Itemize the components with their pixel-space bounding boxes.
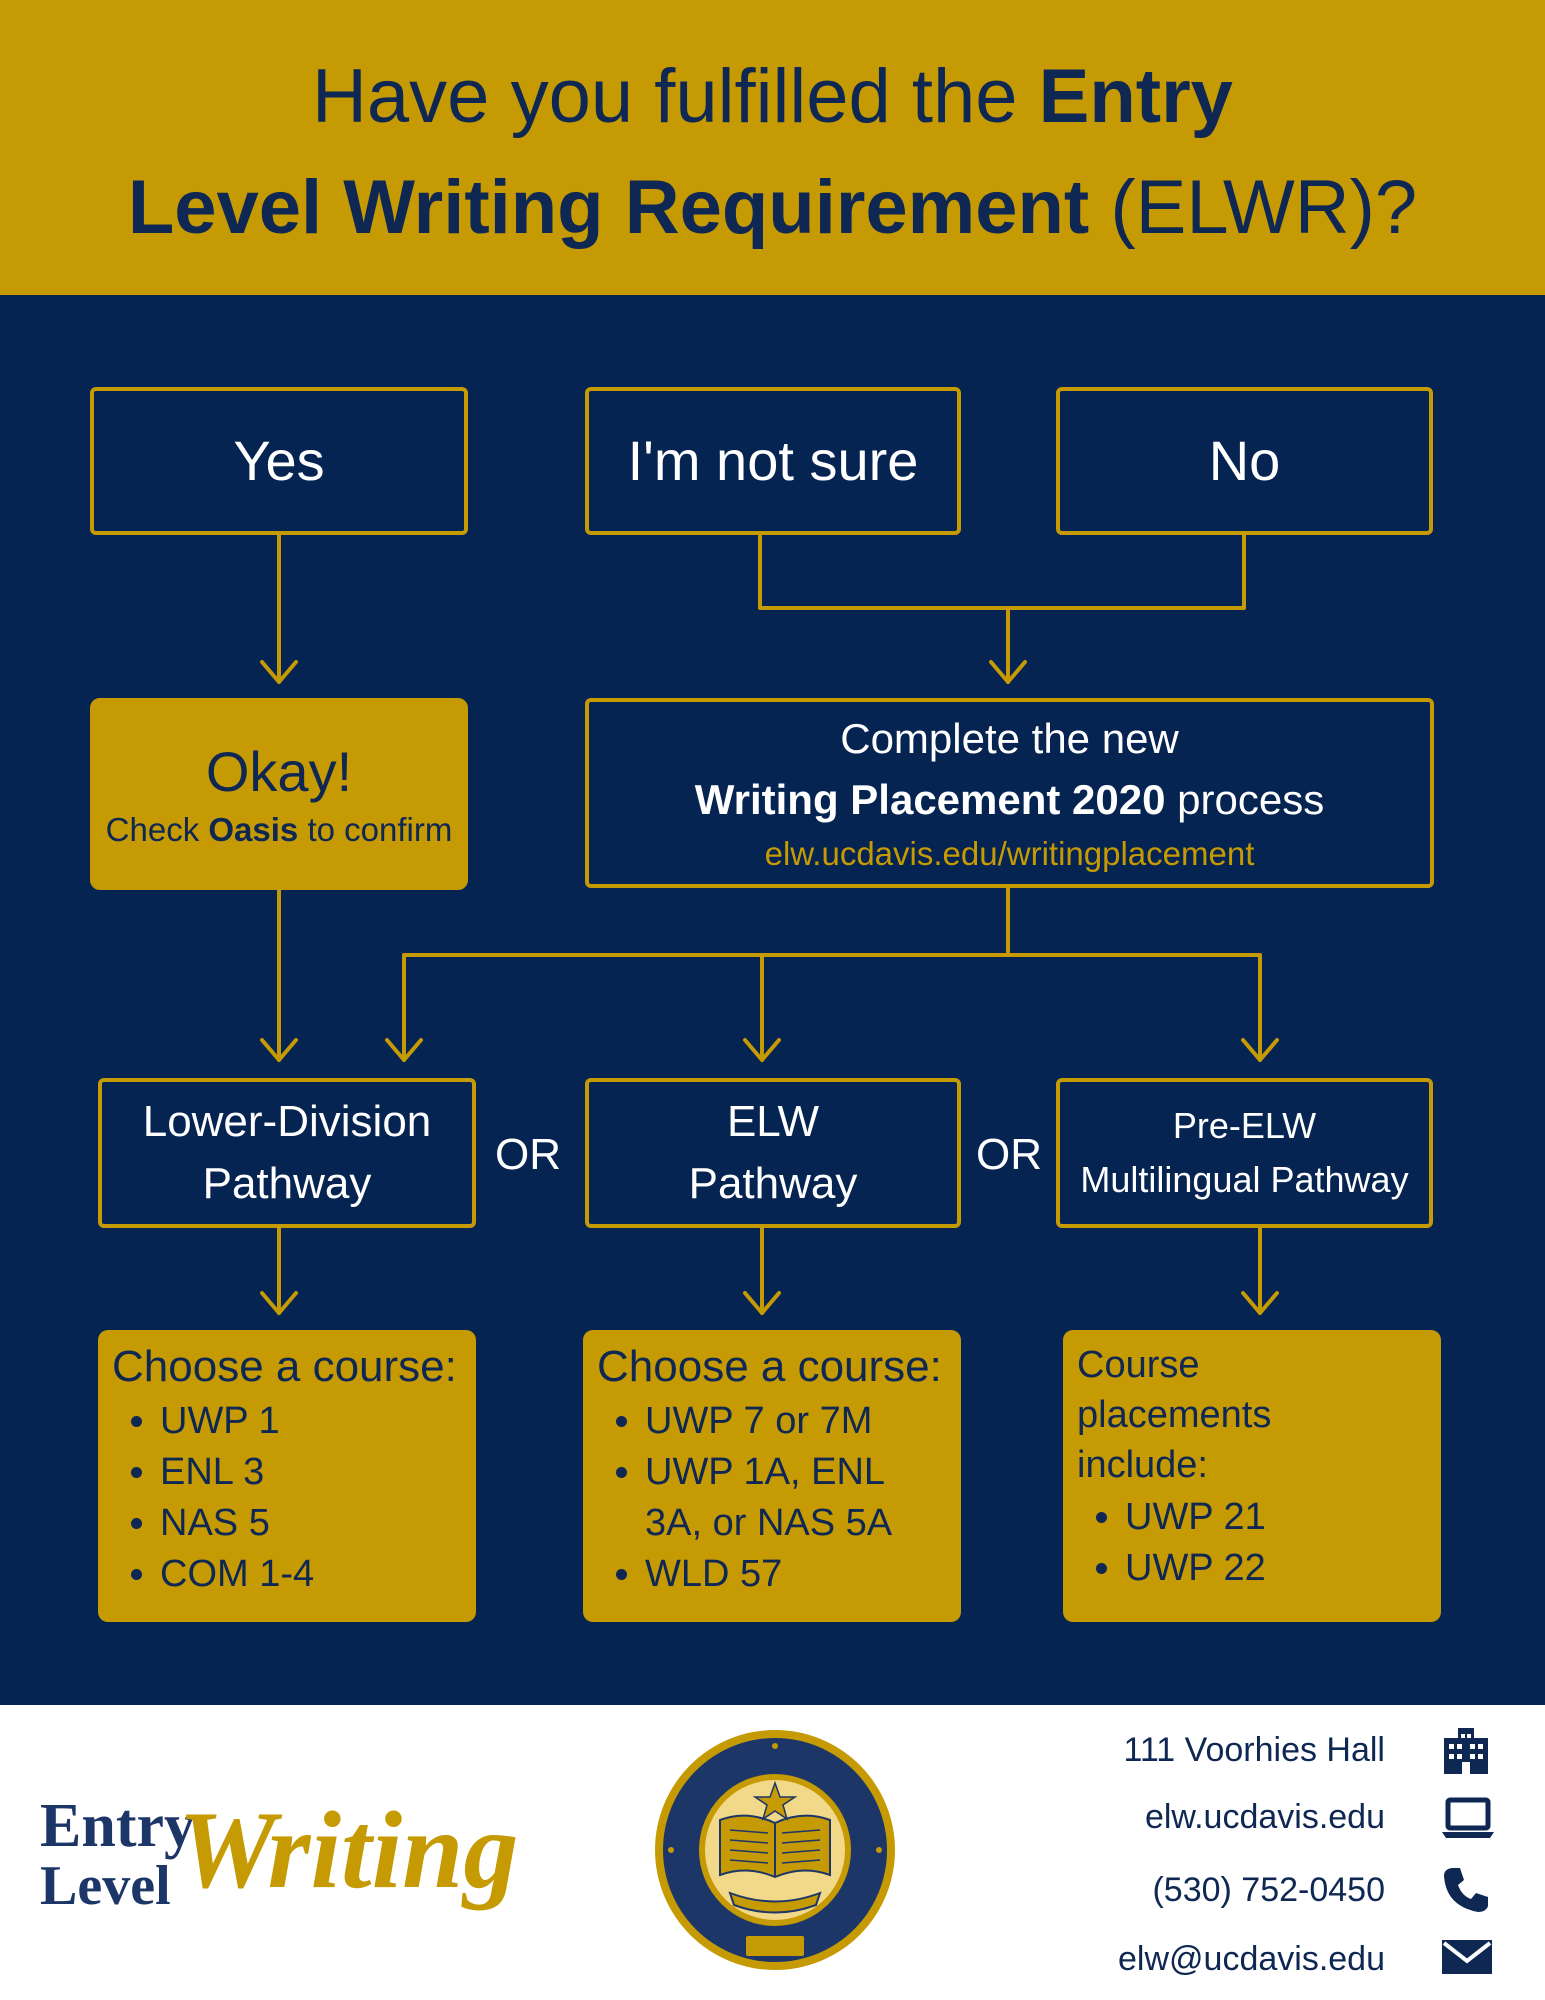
- pre-elw-courses-box: Course placements include: UWP 21 UWP 22: [1063, 1330, 1441, 1622]
- logo-writing-text: Writing: [178, 1789, 519, 1911]
- course-list: UWP 7 or 7M UWP 1A, ENL 3A, or NAS 5A WL…: [597, 1396, 947, 1600]
- course-box-title: Choose a course:: [597, 1342, 942, 1391]
- writing-placement-box: Complete the new Writing Placement 2020 …: [585, 698, 1434, 888]
- lower-division-pathway-box: Lower-Division Pathway: [98, 1078, 476, 1228]
- arrowhead-icon: [989, 660, 1027, 684]
- pre-elw-pathway-box: Pre-ELW Multilingual Pathway: [1056, 1078, 1433, 1228]
- list-item: ENL 3: [160, 1447, 462, 1498]
- okay-sub-text: to confirm: [298, 811, 453, 848]
- okay-sub-bold: Oasis: [208, 811, 299, 848]
- list-item: UWP 1A, ENL 3A, or NAS 5A: [645, 1447, 947, 1549]
- placement-bold: Writing Placement 2020: [694, 776, 1166, 823]
- title-bold: Entry: [1038, 54, 1233, 139]
- course-list: UWP 1 ENL 3 NAS 5 COM 1-4: [112, 1396, 462, 1600]
- pathway-label: Pathway: [688, 1159, 858, 1208]
- list-item: UWP 22: [1125, 1543, 1427, 1594]
- or-label: OR: [976, 1130, 1042, 1179]
- elw-courses-box: Choose a course: UWP 7 or 7M UWP 1A, ENL…: [583, 1330, 961, 1622]
- pathway-label: Lower-Division: [142, 1097, 432, 1146]
- placement-line-1: Complete the new: [840, 715, 1179, 762]
- placement-line-2: Writing Placement 2020 process: [695, 769, 1324, 831]
- list-item: COM 1-4: [160, 1549, 462, 1600]
- list-item: UWP 7 or 7M: [645, 1396, 947, 1447]
- university-seal-icon: [655, 1730, 895, 1970]
- title-line-2: Level Writing Requirement (ELWR)?: [0, 163, 1545, 253]
- answer-not-sure-label: I'm not sure: [627, 429, 919, 492]
- pathway-label: Multilingual Pathway: [1080, 1159, 1409, 1200]
- logo-level-text: Level: [40, 1855, 171, 1917]
- okay-box: Okay! Check Oasis to confirm: [90, 698, 468, 890]
- answer-not-sure-box: I'm not sure: [585, 387, 961, 535]
- connector-line: [402, 953, 1262, 1062]
- laptop-icon: [1442, 1797, 1494, 1838]
- list-item: WLD 57: [645, 1549, 947, 1600]
- list-item: NAS 5: [160, 1498, 462, 1549]
- footer-address: 111 Voorhies Hall: [1123, 1731, 1385, 1769]
- arrowhead-icon: [743, 1291, 781, 1315]
- list-item: UWP 1: [160, 1396, 462, 1447]
- phone-icon: [1444, 1868, 1488, 1912]
- footer-phone[interactable]: (530) 752-0450: [1152, 1871, 1385, 1909]
- course-box-title: Course placements include:: [1077, 1344, 1272, 1486]
- mail-icon: [1442, 1940, 1492, 1974]
- list-item: UWP 21: [1125, 1492, 1427, 1543]
- answer-no-label: No: [1208, 429, 1281, 492]
- arrowhead-icon: [743, 1038, 781, 1062]
- title-bold: Level Writing Requirement: [127, 165, 1090, 250]
- course-list: UWP 21 UWP 22: [1077, 1492, 1427, 1594]
- arrowhead-icon: [385, 1038, 423, 1062]
- okay-sub-text: Check: [105, 811, 209, 848]
- elw-pathway-box: ELW Pathway: [585, 1078, 961, 1228]
- footer-website-link[interactable]: elw.ucdavis.edu: [1144, 1798, 1385, 1836]
- answer-yes-box: Yes: [90, 387, 468, 535]
- title-line-1: Have you fulfilled the Entry: [0, 52, 1545, 142]
- pathway-label: ELW: [726, 1097, 820, 1146]
- answer-no-box: No: [1056, 387, 1433, 535]
- or-label: OR: [495, 1130, 561, 1179]
- placement-text: process: [1165, 776, 1325, 823]
- header-banner: Have you fulfilled the Entry Level Writi…: [0, 0, 1545, 295]
- okay-subtitle: Check Oasis to confirm: [106, 808, 453, 852]
- arrowhead-icon: [1241, 1291, 1279, 1315]
- pathway-label: Pre-ELW: [1172, 1105, 1317, 1146]
- connector-line: [758, 532, 1246, 610]
- arrowhead-icon: [260, 1038, 298, 1062]
- logo-entry-text: Entry: [40, 1792, 195, 1860]
- title-text: Have you fulfilled the: [312, 54, 1039, 139]
- okay-title: Okay!: [205, 740, 353, 803]
- footer-email-link[interactable]: elw@ucdavis.edu: [1118, 1940, 1385, 1978]
- arrowhead-icon: [260, 660, 298, 684]
- title-text: (ELWR)?: [1089, 165, 1418, 250]
- answer-yes-label: Yes: [233, 429, 325, 492]
- arrowhead-icon: [1241, 1038, 1279, 1062]
- placement-url-link[interactable]: elw.ucdavis.edu/writingplacement: [764, 835, 1255, 872]
- pathway-label: Pathway: [202, 1159, 372, 1208]
- arrowhead-icon: [260, 1291, 298, 1315]
- course-box-title: Choose a course:: [112, 1342, 457, 1391]
- lower-division-courses-box: Choose a course: UWP 1 ENL 3 NAS 5 COM 1…: [98, 1330, 476, 1622]
- building-icon: [1444, 1728, 1488, 1774]
